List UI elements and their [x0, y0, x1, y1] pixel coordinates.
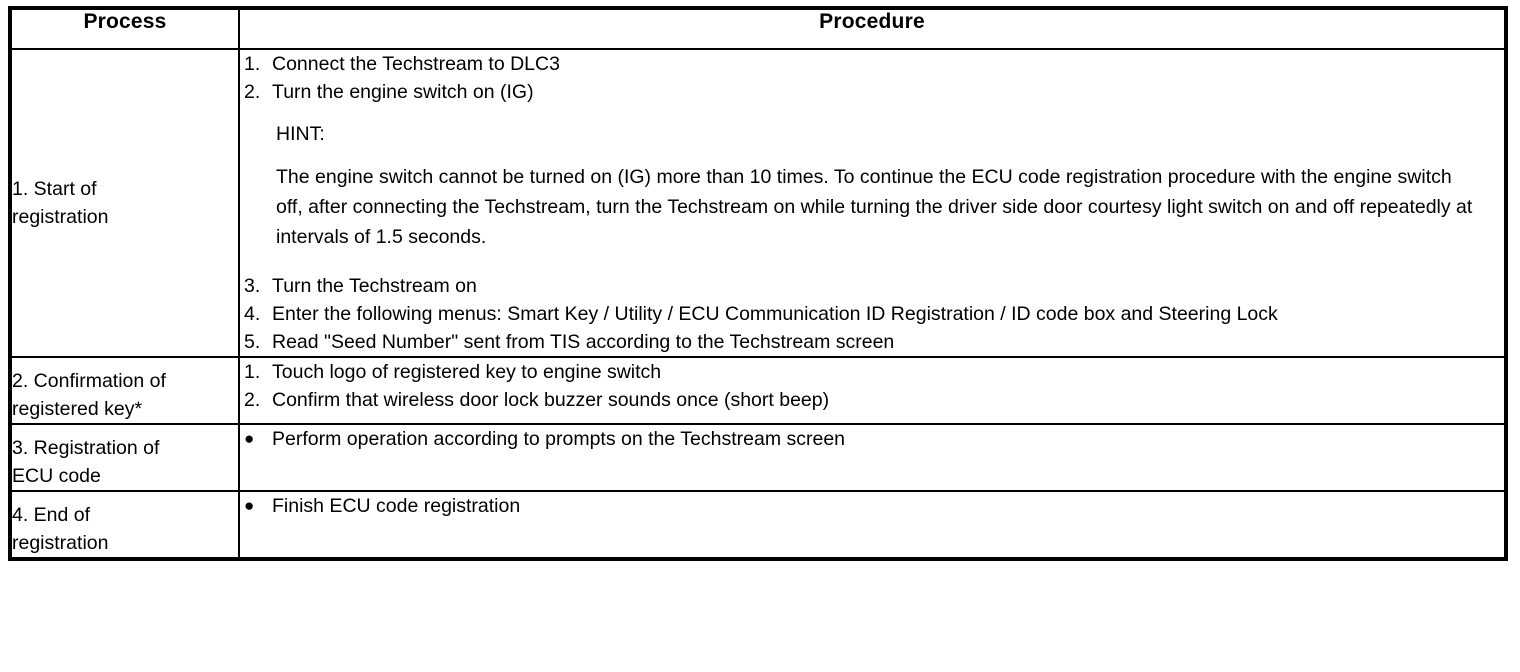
- list-item: 5. Read "Seed Number" sent from TIS acco…: [240, 328, 1504, 356]
- process-label-line1: 2. Confirmation of: [12, 370, 166, 392]
- step-number: 2.: [244, 389, 261, 411]
- list-item: ● Finish ECU code registration: [240, 492, 1504, 520]
- procedure-cell-1: 1. Connect the Techstream to DLC3 2. Tur…: [238, 48, 1507, 358]
- process-label-line2: registration: [12, 532, 109, 554]
- step-number: 3.: [244, 275, 261, 297]
- hint-block: HINT: The engine switch cannot be turned…: [240, 106, 1504, 252]
- process-label-line2: registered key*: [12, 398, 143, 420]
- list-item: 2. Turn the engine switch on (IG): [240, 78, 1504, 106]
- process-label-line1: 4. End of: [12, 504, 91, 526]
- bullet-text: Finish ECU code registration: [272, 495, 521, 517]
- table-head: Process Procedure: [9, 7, 1507, 50]
- list-item: 2. Confirm that wireless door lock buzze…: [240, 386, 1504, 414]
- process-label-line2: registration: [12, 206, 109, 228]
- process-cell-2: 2. Confirmation of registered key*: [9, 356, 240, 425]
- list-item: ● Perform operation according to prompts…: [240, 425, 1504, 453]
- steps-before-hint: 1. Connect the Techstream to DLC3 2. Tur…: [240, 50, 1504, 106]
- bullet-list: ● Perform operation according to prompts…: [240, 425, 1504, 453]
- process-label-line2: ECU code: [12, 465, 101, 487]
- step-number: 1.: [244, 53, 261, 75]
- table-row: 2. Confirmation of registered key* 1. To…: [9, 356, 1507, 425]
- procedure-cell-3: ● Perform operation according to prompts…: [238, 423, 1507, 492]
- procedure-cell-2: 1. Touch logo of registered key to engin…: [238, 356, 1507, 425]
- step-number: 1.: [244, 361, 261, 383]
- step-number: 4.: [244, 303, 261, 325]
- list-item: 4. Enter the following menus: Smart Key …: [240, 300, 1504, 328]
- table-row: 3. Registration of ECU code ● Perform op…: [9, 423, 1507, 492]
- bullet-icon: ●: [244, 496, 255, 515]
- list-item: 3. Turn the Techstream on: [240, 272, 1504, 300]
- bullet-text: Perform operation according to prompts o…: [272, 428, 846, 450]
- header-row: Process Procedure: [9, 7, 1507, 50]
- step-number: 5.: [244, 331, 261, 353]
- column-header-procedure: Procedure: [238, 7, 1507, 50]
- step-text: Turn the Techstream on: [272, 275, 477, 297]
- table-body: 1. Start of registration 1. Connect the …: [9, 48, 1507, 560]
- step-text: Connect the Techstream to DLC3: [272, 53, 560, 75]
- steps-list: 1. Touch logo of registered key to engin…: [240, 358, 1504, 414]
- process-cell-4: 4. End of registration: [9, 490, 240, 560]
- step-text: Enter the following menus: Smart Key / U…: [272, 303, 1278, 325]
- bullet-icon: ●: [244, 429, 255, 448]
- spacer: [240, 252, 1504, 272]
- step-text: Touch logo of registered key to engine s…: [272, 361, 662, 383]
- table-row: 4. End of registration ● Finish ECU code…: [9, 490, 1507, 560]
- step-text: Turn the engine switch on (IG): [272, 81, 534, 103]
- process-cell-3: 3. Registration of ECU code: [9, 423, 240, 492]
- steps-after-hint: 3. Turn the Techstream on 4. Enter the f…: [240, 272, 1504, 356]
- step-number: 2.: [244, 81, 261, 103]
- hint-label: HINT:: [276, 123, 325, 145]
- process-label-line1: 1. Start of: [12, 178, 97, 200]
- procedure-cell-4: ● Finish ECU code registration: [238, 490, 1507, 560]
- process-label-line1: 3. Registration of: [12, 437, 160, 459]
- step-text: Read "Seed Number" sent from TIS accordi…: [272, 331, 895, 353]
- process-cell-1: 1. Start of registration: [9, 48, 240, 358]
- process-procedure-table: Process Procedure 1. Start of registrati…: [8, 6, 1508, 561]
- step-text: Confirm that wireless door lock buzzer s…: [272, 389, 830, 411]
- column-header-process: Process: [9, 7, 240, 50]
- bullet-list: ● Finish ECU code registration: [240, 492, 1504, 520]
- list-item: 1. Connect the Techstream to DLC3: [240, 50, 1504, 78]
- table-row: 1. Start of registration 1. Connect the …: [9, 48, 1507, 358]
- list-item: 1. Touch logo of registered key to engin…: [240, 358, 1504, 386]
- hint-body: The engine switch cannot be turned on (I…: [276, 166, 1473, 248]
